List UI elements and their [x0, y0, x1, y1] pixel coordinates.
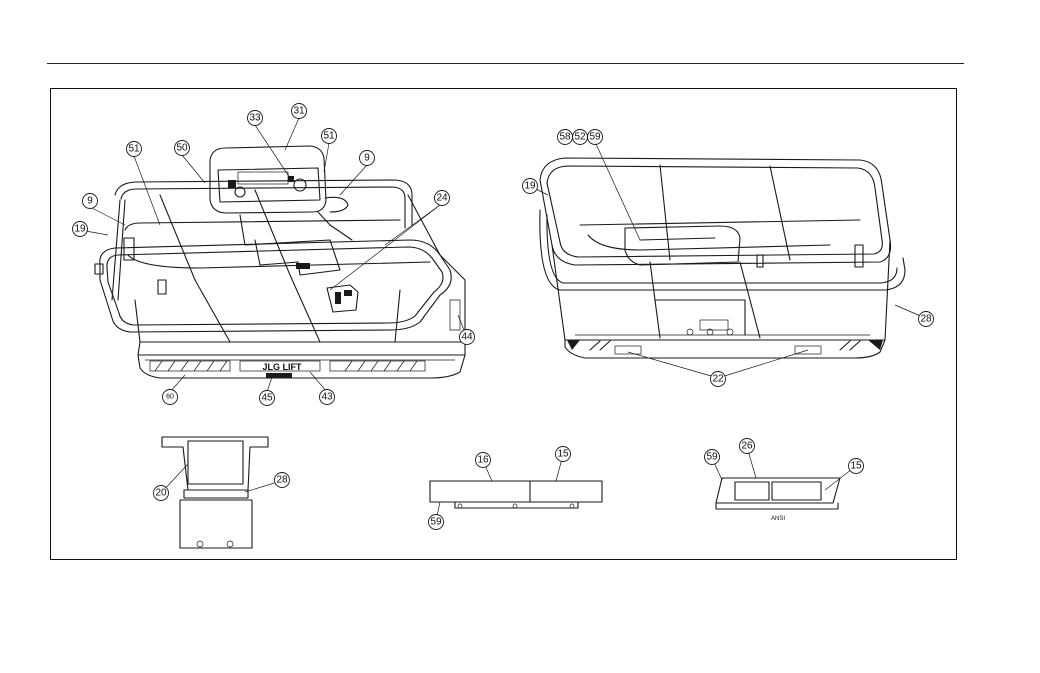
callout-28-right-label: 28: [920, 314, 932, 325]
callout-19-left-label: 19: [74, 224, 86, 235]
callout-59-middle-label: 59: [430, 517, 442, 528]
callout-9-right: 9: [360, 151, 375, 166]
callout-24: 24: [435, 191, 450, 206]
callout-43: 43: [320, 390, 335, 405]
callout-16: 16: [476, 453, 491, 468]
callout-45-label: 45: [261, 393, 273, 404]
callout-51-right-label: 51: [323, 131, 335, 142]
callout-59-right: 59: [705, 450, 720, 465]
callout-16-label: 16: [477, 455, 489, 466]
leader-lines: [80, 118, 925, 521]
callout-59-middle: 59: [429, 515, 444, 530]
callout-31: 31: [292, 104, 307, 119]
callout-52: 52: [573, 130, 588, 145]
callout-28-bottom: 28: [275, 473, 290, 488]
callout-44: 44: [460, 330, 475, 345]
callout-26-label: 26: [741, 441, 753, 452]
callout-22-label: 22: [712, 374, 724, 385]
callout-20-label: 20: [155, 488, 167, 499]
callout-22: 22: [711, 372, 726, 387]
bottom-middle-decal-drawing: [430, 481, 602, 508]
callout-24-label: 24: [436, 193, 448, 204]
callout-15-middle-label: 15: [557, 449, 569, 460]
callout-59-top: 59: [588, 130, 603, 145]
callout-50-label: 50: [176, 143, 188, 154]
callout-43-label: 43: [321, 392, 333, 403]
brand-decal-text: JLG LIFT: [263, 362, 302, 372]
callout-9-left-label: 9: [87, 196, 93, 207]
callout-51-left-label: 51: [128, 144, 140, 155]
callout-51-right: 51: [322, 129, 337, 144]
callout-59-right-label: 59: [706, 452, 718, 463]
callout-28-right: 28: [919, 312, 934, 327]
right-platform-drawing: [540, 158, 905, 358]
ansi-label: ANSI: [771, 516, 785, 522]
callout-51-left: 51: [127, 142, 142, 157]
callout-9-left: 9: [83, 194, 98, 209]
callout-58: 58: [558, 130, 573, 145]
callout-19-right: 19: [523, 179, 538, 194]
left-platform-drawing: JLG LIFT: [95, 146, 465, 378]
callout-45: 45: [260, 391, 275, 406]
callout-15-right-label: 15: [850, 461, 862, 472]
callout-19-left: 19: [73, 222, 88, 237]
callout-26: 26: [740, 439, 755, 454]
callout-15-right: 15: [849, 459, 864, 474]
callout-33: 33: [248, 111, 263, 126]
callout-15-middle: 15: [556, 447, 571, 462]
callout-19-right-label: 19: [524, 181, 536, 192]
callout-52-label: 52: [574, 132, 586, 143]
bottom-right-decal-drawing: ANSI: [716, 478, 840, 522]
bottom-left-bracket-drawing: [162, 437, 268, 548]
callout-50: 50: [175, 141, 190, 156]
callout-60: 60: [163, 390, 178, 405]
callout-59-top-label: 59: [589, 132, 601, 143]
callout-60-label: 60: [166, 394, 174, 401]
callout-44-label: 44: [461, 332, 473, 343]
callout-33-label: 33: [249, 113, 261, 124]
callout-58-label: 58: [559, 132, 571, 143]
callout-9-right-label: 9: [364, 153, 370, 164]
callout-20: 20: [154, 486, 169, 501]
callout-31-label: 31: [293, 106, 305, 117]
callout-28-bottom-label: 28: [276, 475, 288, 486]
